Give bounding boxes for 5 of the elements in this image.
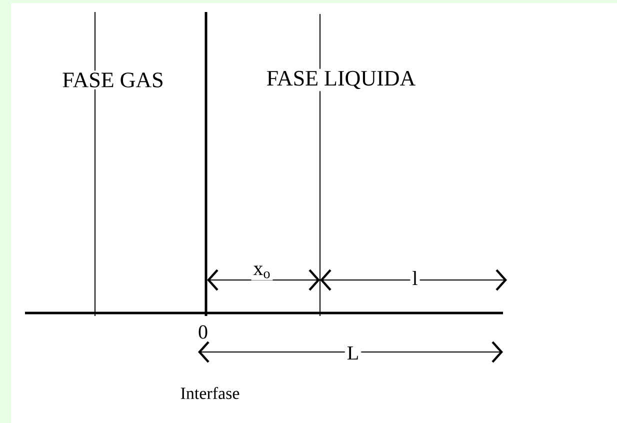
phase-label: FASE LIQUIDA [264, 68, 418, 92]
origin-label: 0 [196, 323, 210, 341]
phase-label: FASE GAS [60, 70, 166, 90]
interface-label: Interfase [178, 384, 242, 402]
dimension-label: l [410, 269, 420, 287]
